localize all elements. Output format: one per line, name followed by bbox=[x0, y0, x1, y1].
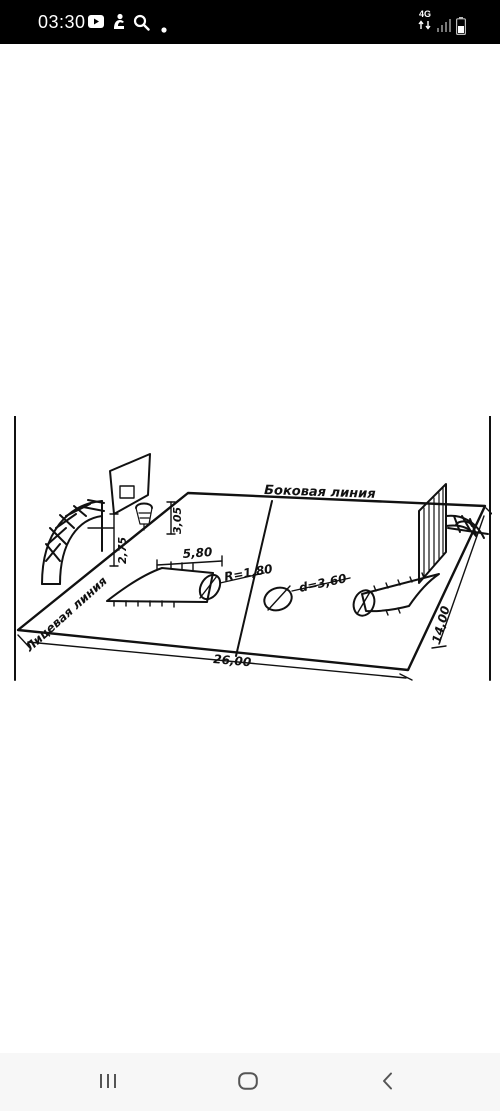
right-hoop-stand bbox=[418, 483, 489, 584]
court-width-label: 14,00 bbox=[429, 604, 452, 644]
diameter-leader bbox=[291, 577, 351, 592]
court-drawing: Боковая линия Лицевая линия 5,80 R=1,80 … bbox=[14, 415, 493, 681]
width-dimension-14-00 bbox=[431, 507, 493, 649]
court-diagram: Боковая линия Лицевая линия 5,80 R=1,80 … bbox=[14, 415, 493, 681]
center-circle bbox=[263, 586, 293, 612]
signal-icon bbox=[437, 17, 451, 38]
court-outline bbox=[16, 491, 487, 672]
navigation-bar bbox=[0, 1053, 500, 1111]
home-button[interactable] bbox=[228, 1067, 268, 1099]
home-icon bbox=[238, 1071, 258, 1095]
back-button[interactable] bbox=[368, 1067, 408, 1099]
right-backboard bbox=[418, 483, 447, 584]
youtube-icon bbox=[88, 15, 104, 33]
diameter-label: d=3,60 bbox=[298, 571, 348, 595]
court-length-label: 26,00 bbox=[213, 652, 252, 669]
left-hoop-stand bbox=[41, 453, 153, 585]
battery-icon bbox=[456, 17, 467, 40]
width-label: 5,80 bbox=[182, 545, 213, 561]
back-icon bbox=[381, 1072, 395, 1095]
recent-apps-icon bbox=[98, 1073, 118, 1094]
recent-apps-button[interactable] bbox=[88, 1067, 128, 1099]
search-icon bbox=[133, 14, 150, 36]
image-viewer[interactable]: Боковая линия Лицевая линия 5,80 R=1,80 … bbox=[0, 44, 500, 1053]
width-dimension-5-80 bbox=[156, 555, 223, 571]
right-free-throw-circle bbox=[352, 589, 376, 617]
length-dimension-26-00 bbox=[17, 634, 413, 681]
side-line-label: Боковая линия bbox=[264, 483, 376, 502]
left-net bbox=[135, 507, 153, 525]
dot-icon bbox=[161, 20, 167, 38]
backboard-height-label: 2,75 bbox=[116, 537, 129, 564]
status-bar: 03:30 4G bbox=[0, 0, 500, 44]
radius-label: R=1,80 bbox=[223, 562, 274, 584]
left-backboard bbox=[109, 453, 151, 515]
center-line bbox=[235, 500, 273, 657]
right-free-throw-area bbox=[361, 573, 440, 613]
left-free-throw-area bbox=[106, 567, 214, 603]
network-4g-icon: 4G bbox=[417, 10, 433, 30]
end-line-label: Лицевая линия bbox=[22, 574, 110, 655]
notification-icon bbox=[112, 13, 126, 35]
network-label: 4G bbox=[418, 9, 431, 19]
rim-height-label: 3,05 bbox=[171, 507, 184, 534]
left-height-dimensions bbox=[109, 501, 176, 567]
left-rim bbox=[135, 502, 153, 509]
radius-leader bbox=[219, 572, 265, 584]
status-time: 03:30 bbox=[38, 12, 86, 32]
